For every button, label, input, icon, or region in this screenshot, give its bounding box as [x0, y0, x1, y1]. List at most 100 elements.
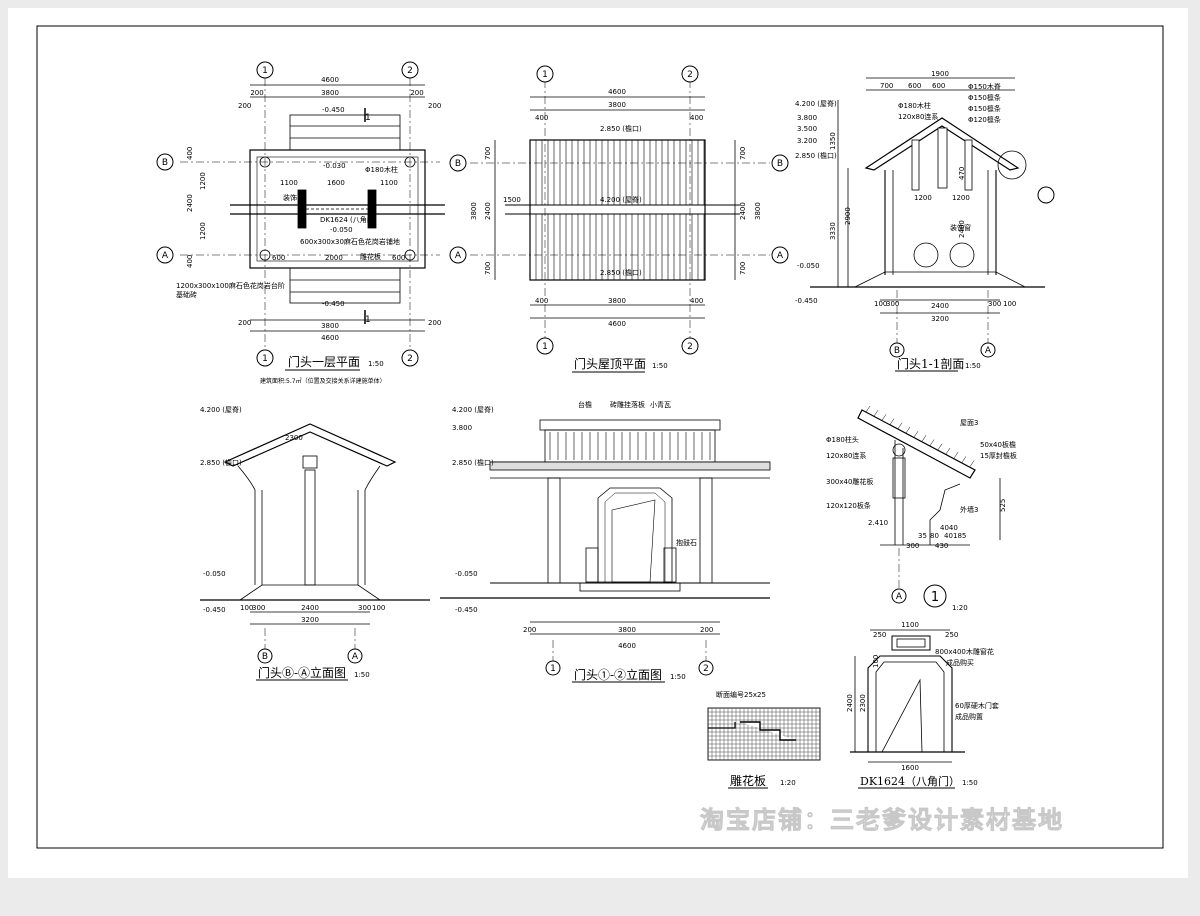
det-axis-bubble [891, 588, 907, 604]
plan-dim-400a: 400 [186, 147, 194, 160]
front-elevation [440, 419, 771, 662]
plan-section-mark-top: 1 [365, 113, 371, 123]
plan-dim-1100b: 1100 [380, 179, 398, 187]
roof-dim-4600-top: 4600 [608, 88, 626, 96]
plan-section-mark-bottom: 1 [365, 315, 371, 325]
plan-note-path: 600x300x30麻石色花岗岩铺地 [300, 237, 400, 246]
sec-note-ridge: Φ150木脊 [968, 82, 1001, 91]
side-dim-100: 100 [240, 604, 253, 612]
sec-note-purlin2: Φ150檩条 [968, 104, 1001, 113]
side-level-4200: 4.200 (屋脊) [200, 405, 242, 414]
det-index-number: 1 [931, 590, 939, 605]
side-axis-A: A [352, 652, 359, 662]
det-note-6: 300x40雕花板 [826, 477, 873, 486]
sec-level-3800: 3.800 [797, 114, 817, 122]
sec-note-beam: 120x80连系 [898, 112, 938, 121]
det-note-8: 外墙3 [960, 505, 978, 514]
plan-dim-4600-bottom: 4600 [321, 334, 339, 342]
side-dim-100b: 100 [372, 604, 385, 612]
sec-axis-A: A [985, 346, 992, 356]
roof-axis-A-left: A [455, 251, 462, 261]
plan-dim-2400: 2400 [186, 194, 194, 212]
plan-dim-1100a: 1100 [280, 179, 298, 187]
plan-level-050: -0.050 [330, 226, 353, 234]
front-elev-labels: 4.200 (屋脊) 3.800 2.850 (檐口) -0.050 -0.45… [452, 400, 713, 650]
sec-level-2850: 2.850 (檐口) [795, 151, 837, 160]
roof-plan [470, 80, 770, 340]
front-axis-2: 2 [703, 664, 709, 674]
det-note-2: 50x40板檐 [980, 440, 1016, 449]
roof-axis-B-left: B [455, 159, 461, 169]
plan-labels: 4600 3800 200 200 3800 4600 200 200 200 … [176, 76, 441, 342]
det-dim-185: 185 [953, 532, 966, 540]
det-axis-A: A [896, 592, 903, 602]
plan-note-door: DK1624 (八角门) [320, 215, 377, 224]
carve-scale: 1:20 [780, 779, 796, 787]
det-dim-300: 300 [906, 542, 919, 550]
roof-level-bottom: 2.850 (檐口) [600, 268, 642, 277]
roof-dim-400d: 400 [690, 297, 703, 305]
sec-dim-600a: 600 [908, 82, 921, 90]
sec-dim-3200: 3200 [931, 315, 949, 323]
eave-detail [857, 405, 1001, 590]
roof-dim-2400: 2400 [484, 202, 492, 220]
section-scale: 1:50 [965, 362, 981, 370]
front-level-m050: -0.050 [455, 570, 478, 578]
door-dim-2300: 2300 [859, 694, 867, 712]
sec-note-purlin3: Φ120檩条 [968, 115, 1001, 124]
door-note-4: 成品购置 [955, 712, 983, 721]
front-note-woodtile: 砖雕挂落板 [610, 400, 645, 409]
front-note-top: 台檐 [578, 400, 592, 409]
roof-axis-1-top: 1 [542, 70, 548, 80]
roof-dim-700c: 700 [739, 147, 747, 160]
door-dim-1600: 1600 [901, 764, 919, 772]
roof-dim-3800-bottom: 3800 [608, 297, 626, 305]
sec-note-purlin1: Φ150檩条 [968, 93, 1001, 102]
roof-axis-1-bottom: 1 [542, 342, 548, 352]
side-dim-2300: 2300 [285, 434, 303, 442]
plan-axis-bubbles: 1 2 1 2 B A [156, 61, 419, 367]
roof-axis-2-bottom: 2 [687, 342, 693, 352]
roof-axis-B-right: B [777, 159, 783, 169]
side-dim-300b: 300 [358, 604, 371, 612]
plan-level-030: -0.030 [323, 162, 346, 170]
roof-dim-3800-top: 3800 [608, 101, 626, 109]
door-note-1: 800x400木雕窗花 [935, 647, 994, 656]
front-level-m450: -0.450 [455, 606, 478, 614]
side-axis-bubbles [257, 648, 363, 664]
section-1-1 [810, 77, 1045, 345]
roof-level-ridge: 4.200 (屋脊) [600, 195, 642, 204]
front-level-3800: 3.800 [452, 424, 472, 432]
side-elev-labels: 4.200 (屋脊) 2.850 (檐口) -0.050 -0.450 2300… [200, 405, 385, 624]
plan-axis-1-bottom: 1 [262, 354, 268, 364]
ground-floor-plan [180, 78, 445, 350]
door-labels: 1100 250 250 1600 2400 2300 100 800x400木… [846, 621, 999, 772]
sec-level-m050: -0.050 [797, 262, 820, 270]
side-dim-300: 300 [252, 604, 265, 612]
side-level-m050: -0.050 [203, 570, 226, 578]
sec-dim-470: 470 [958, 167, 966, 180]
roof-dim-3800r: 3800 [754, 202, 762, 220]
plan-note-window: 装饰窗 [283, 193, 304, 202]
plan-dim-2000: 2000 [325, 254, 343, 262]
plan-axis-2-top: 2 [407, 66, 413, 76]
drawing-frame [36, 25, 1164, 849]
det-note-3: 15厚封檐板 [980, 451, 1017, 460]
sec-note-col: Φ180木柱 [898, 101, 931, 110]
plan-note-step: 1200x300x100麻石色花岗岩台阶 [176, 281, 285, 290]
plan-scale: 1:50 [368, 360, 384, 368]
plan-axis-1-top: 1 [262, 66, 268, 76]
sec-dim-2400: 2400 [931, 302, 949, 310]
side-dim-2400: 2400 [301, 604, 319, 612]
sec-level-3200: 3.200 [797, 137, 817, 145]
side-elev-scale: 1:50 [354, 671, 370, 679]
door-note-3: 60厚硬木门套 [955, 701, 999, 710]
plan-dim-1200a: 1200 [199, 172, 207, 190]
front-level-4200: 4.200 (屋脊) [452, 405, 494, 414]
sec-dim-300a: 300 [886, 300, 899, 308]
door-scale: 1:50 [962, 779, 978, 787]
plan-title: 门头一层平面 [288, 354, 360, 369]
sec-dim-2400v: 2400 [958, 220, 966, 238]
